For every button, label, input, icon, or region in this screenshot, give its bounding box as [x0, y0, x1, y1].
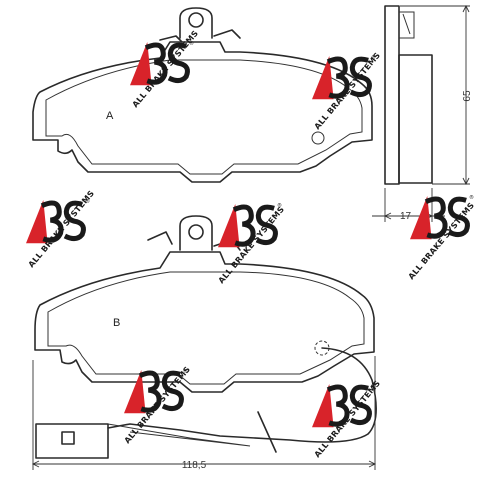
dimension-thickness: 17: [400, 211, 412, 222]
side-view: 65 17: [372, 4, 473, 222]
pad-b-label: B: [113, 317, 120, 329]
dimension-width: 118,5: [182, 460, 207, 471]
dimension-height: 65: [462, 90, 473, 102]
pad-a-label: A: [106, 110, 114, 122]
pad-a: A: [32, 7, 373, 183]
pad-b: B 118,5: [31, 215, 377, 471]
